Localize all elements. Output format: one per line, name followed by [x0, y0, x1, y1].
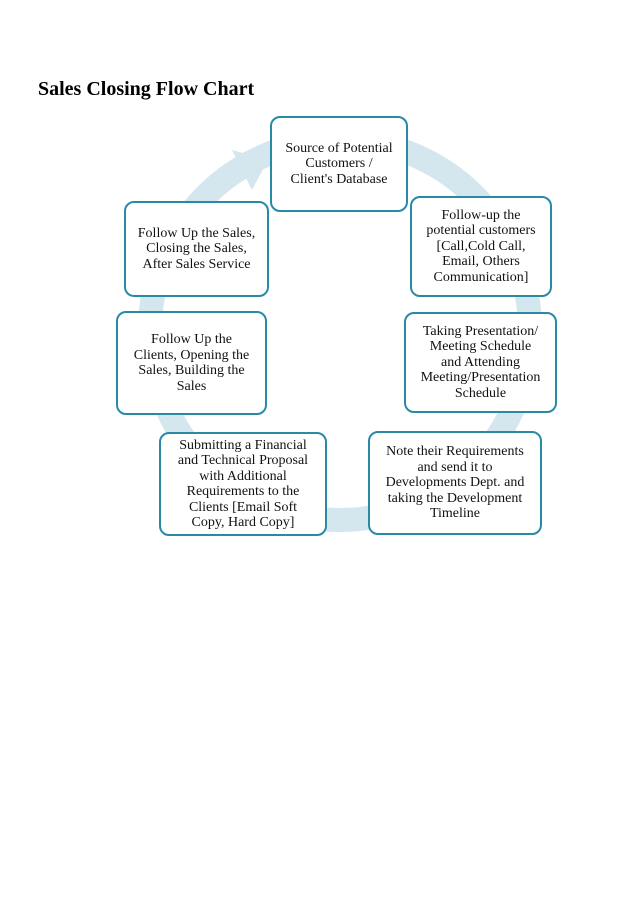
step-follow-up-clients-opening-sales: Follow Up the Clients, Opening the Sales…: [116, 311, 267, 415]
step-submitting-proposal: Submitting a Financial and Technical Pro…: [159, 432, 327, 536]
step-follow-up-closing-sales: Follow Up the Sales, Closing the Sales, …: [124, 201, 269, 297]
step-label: Source of Potential Customers / Client's…: [285, 140, 393, 187]
step-label: Follow Up the Sales, Closing the Sales, …: [137, 225, 256, 272]
step-label: Follow-up the potential customers [Call,…: [426, 207, 536, 285]
cycle-arrowhead-icon: [232, 150, 268, 190]
step-label: Taking Presentation/ Meeting Schedule an…: [420, 323, 541, 401]
step-label: Follow Up the Clients, Opening the Sales…: [133, 332, 250, 394]
step-follow-up-potential-customers: Follow-up the potential customers [Call,…: [410, 196, 552, 297]
step-note-requirements: Note their Requirements and send it to D…: [368, 431, 542, 535]
step-taking-presentation: Taking Presentation/ Meeting Schedule an…: [404, 312, 557, 413]
page-title: Sales Closing Flow Chart: [38, 78, 255, 100]
step-label: Submitting a Financial and Technical Pro…: [177, 437, 309, 531]
step-label: Note their Requirements and send it to D…: [385, 444, 525, 522]
step-source-of-potential-customers: Source of Potential Customers / Client's…: [270, 116, 408, 212]
